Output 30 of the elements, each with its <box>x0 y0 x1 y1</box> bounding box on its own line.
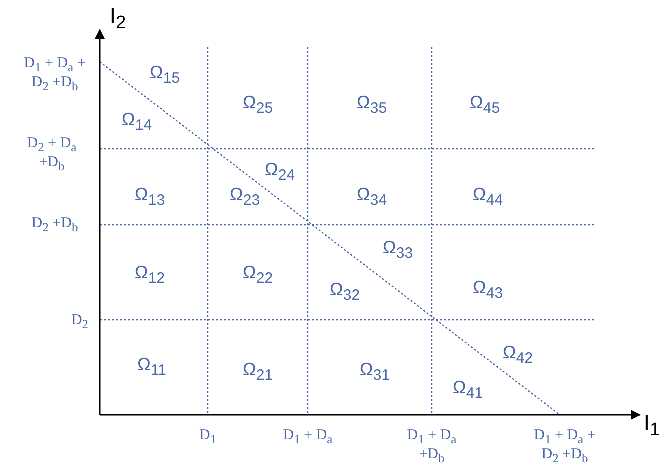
axis-label: I$_{1}$ <box>644 410 660 440</box>
region-label: Ω$_{35}$ <box>356 92 388 118</box>
region-label: Ω$_{31}$ <box>360 360 390 384</box>
region-label: Ω$_{32}$ <box>330 280 360 304</box>
tick-label: D$_{1}$ + D$_{a}$ + D$_{2}$ +D$_{b}$ <box>23 56 87 94</box>
region-label: Ω$_{15}$ <box>150 62 180 88</box>
region-label: Ω$_{43}$ <box>472 278 504 302</box>
region-label: Ω$_{44}$ <box>472 184 504 210</box>
tick-label: D$_{2}$ + D$_{a}$ +D$_{b}$ <box>26 136 78 174</box>
tick-label: D$_{1}$ + D$_{a}$ + D$_{2}$ +D$_{b}$ <box>533 428 597 466</box>
region-label: Ω$_{11}$ <box>137 354 167 380</box>
region-label: Ω$_{13}$ <box>134 184 166 210</box>
region-label: Ω$_{23}$ <box>230 184 260 210</box>
region-label: Ω$_{25}$ <box>242 92 274 118</box>
region-label: Ω$_{22}$ <box>242 262 274 288</box>
region-label: Ω$_{21}$ <box>242 360 274 384</box>
tick-label: D$_{2}$ <box>71 312 89 332</box>
tick-label: D$_{1}$ <box>199 427 217 447</box>
region-label: Ω$_{14}$ <box>122 110 152 134</box>
axis-label: I$_{2}$ <box>110 3 126 33</box>
region-label: Ω$_{24}$ <box>264 160 296 184</box>
region-label: Ω$_{45}$ <box>470 92 500 118</box>
tick-label: D$_{1}$ + D$_{a}$ <box>283 427 333 447</box>
region-label: Ω$_{41}$ <box>452 378 484 402</box>
region-label: Ω$_{12}$ <box>134 262 166 288</box>
region-label: Ω$_{34}$ <box>356 184 388 210</box>
tick-label: D$_{1}$ + D$_{a}$ +D$_{b}$ <box>406 428 458 466</box>
tick-label: D$_{2}$ +D$_{b}$ <box>32 215 78 235</box>
region-label: Ω$_{42}$ <box>502 342 534 368</box>
region-label: Ω$_{33}$ <box>382 238 414 262</box>
